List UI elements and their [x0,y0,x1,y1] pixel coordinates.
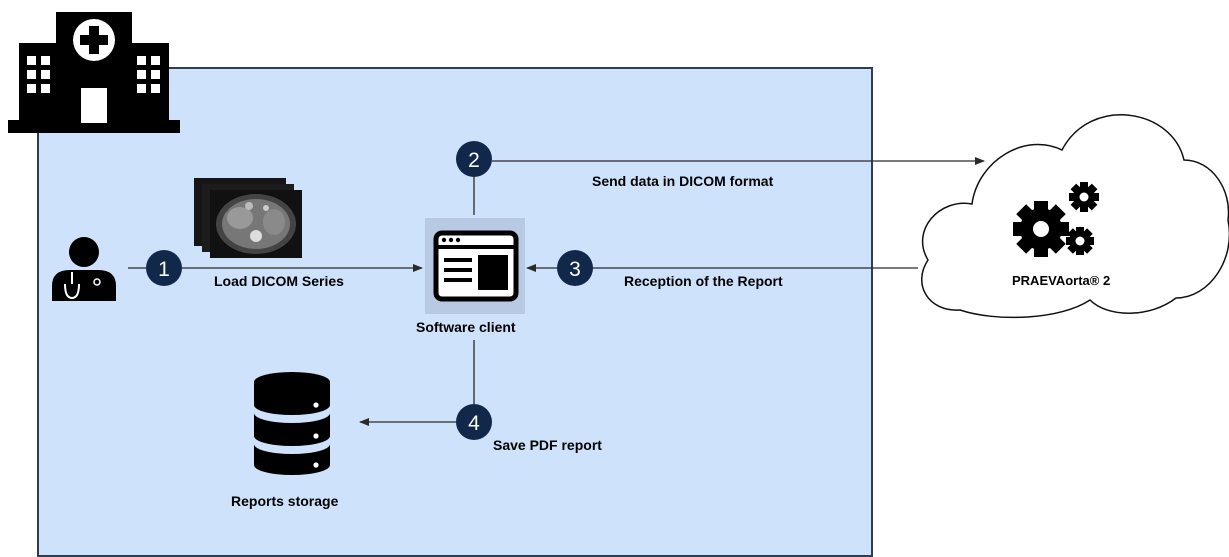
step-label-reception: Reception of the Report [624,273,783,289]
step-badge-1: 1 [146,250,182,286]
database-icon [254,372,330,475]
svg-text:2: 2 [468,149,480,172]
step-badge-2: 2 [456,141,492,177]
step-label-send: Send data in DICOM format [592,173,774,189]
hospital-icon [8,12,180,133]
cloud-icon [921,114,1229,319]
svg-text:3: 3 [569,258,581,281]
cloud-service-label: PRAEVAorta® 2 [1012,273,1111,288]
ct-scan-stack-icon [194,178,302,258]
svg-text:1: 1 [158,258,170,281]
software-window-icon [425,218,525,314]
software-client-label: Software client [416,319,516,335]
svg-text:4: 4 [468,412,480,435]
step-label-load: Load DICOM Series [214,273,344,289]
step-label-save: Save PDF report [493,437,602,453]
step-badge-4: 4 [456,404,492,440]
gears-icon [1013,182,1099,257]
step-badge-3: 3 [557,250,593,286]
doctor-icon [52,237,116,301]
reports-storage-label: Reports storage [231,493,339,509]
